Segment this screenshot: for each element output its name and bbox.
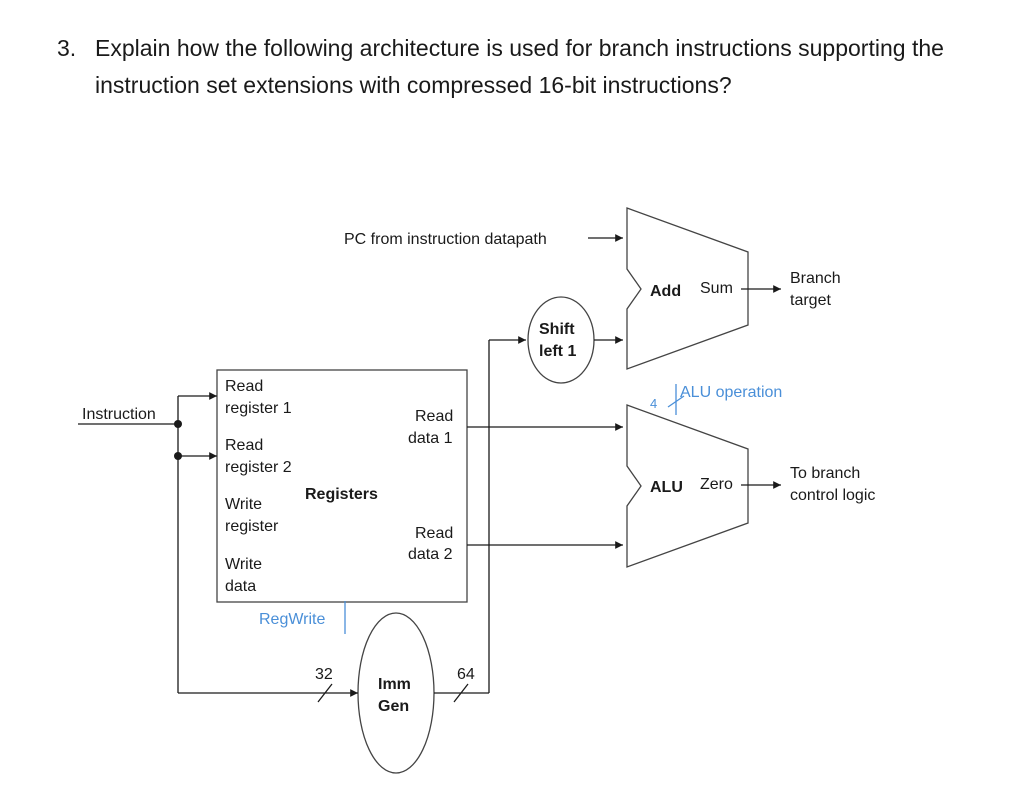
write-register-line2: register [225, 518, 279, 535]
zero-label: Zero [700, 476, 733, 493]
question-number: 3. [57, 35, 77, 61]
width-out-label: 64 [457, 666, 475, 683]
read-data-2-line2: data 2 [408, 546, 453, 563]
alu-unit [626, 404, 749, 568]
registers-title: Registers [305, 486, 378, 503]
read-register-2-line1: Read [225, 437, 263, 454]
junction-dot [174, 420, 182, 428]
branch-target-line1: Branch [790, 270, 841, 287]
width-in-label: 32 [315, 666, 333, 683]
junction-dot [174, 452, 182, 460]
branch-control-line2: control logic [790, 487, 875, 504]
read-data-1-line1: Read [415, 408, 453, 425]
shift-left-unit [527, 296, 595, 384]
imm-gen-label-line2: Gen [378, 698, 409, 715]
instruction-label: Instruction [82, 406, 156, 423]
control-lines [344, 384, 685, 634]
adder-unit [626, 207, 749, 370]
alu-label: ALU [650, 479, 683, 496]
read-register-2-line2: register 2 [225, 459, 292, 476]
imm-gen-label-line1: Imm [378, 676, 411, 693]
read-data-2-line1: Read [415, 525, 453, 542]
alu-op-width-label: 4 [650, 396, 657, 411]
pc-label: PC from instruction datapath [344, 231, 547, 248]
adder-label: Add [650, 283, 681, 300]
regwrite-label: RegWrite [259, 611, 325, 628]
read-register-1-line1: Read [225, 378, 263, 395]
shift-label-line1: Shift [539, 321, 575, 338]
branch-control-line1: To branch [790, 465, 860, 482]
write-register-line1: Write [225, 496, 262, 513]
read-register-1-line2: register 1 [225, 400, 292, 417]
branch-target-line2: target [790, 292, 831, 309]
write-data-line2: data [225, 578, 256, 595]
sum-label: Sum [700, 280, 733, 297]
register-file [216, 369, 468, 603]
alu-operation-label: ALU operation [680, 384, 782, 401]
read-data-1-line2: data 1 [408, 430, 453, 447]
wires [78, 234, 781, 703]
question: 3. Explain how the following architectur… [57, 30, 957, 104]
imm-gen-unit [357, 612, 435, 774]
question-text: Explain how the following architecture i… [95, 35, 944, 98]
write-data-line1: Write [225, 556, 262, 573]
shift-label-line2: left 1 [539, 343, 576, 360]
